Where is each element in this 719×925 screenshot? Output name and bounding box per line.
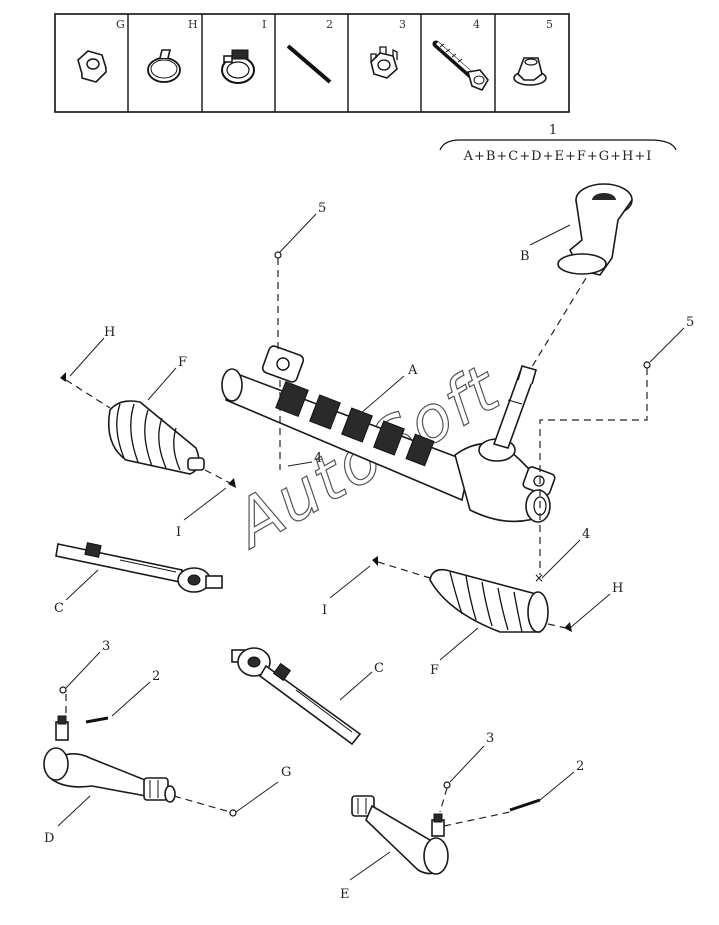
callout-2-left: 2 (152, 669, 160, 684)
legend-label-g: G (116, 18, 125, 31)
rack-ribs (275, 380, 435, 467)
pinion-boot (557, 183, 633, 276)
callout-f-right: F (430, 663, 439, 678)
outer-tie-rod-end-right (351, 795, 449, 875)
inner-tie-rod-upper (55, 542, 223, 593)
legend-label-3: 3 (399, 18, 406, 31)
clamp-i-left-marker (228, 478, 236, 488)
legend-label-4: 4 (473, 18, 480, 31)
bellows-left (107, 400, 205, 475)
bolt-4-marker: × (534, 571, 544, 585)
flange-bolt-icon (432, 40, 489, 91)
assembly-lines (65, 258, 648, 827)
callout-d: D (44, 831, 54, 846)
nut-g (229, 809, 237, 817)
clamp-h-right-marker (564, 622, 572, 632)
callout-3-right: 3 (486, 731, 494, 746)
castle-nut-3-left (59, 686, 67, 694)
legend-label-5: 5 (546, 18, 553, 31)
callout-c-lower: C (374, 661, 384, 676)
callout-h-right: H (612, 581, 623, 596)
callout-c-upper: C (54, 601, 64, 616)
callout-g: G (281, 765, 291, 780)
callout-i-right: I (322, 603, 327, 618)
castle-nut-3-right (443, 781, 451, 789)
callout-i-left: I (176, 525, 181, 540)
parts-legend: G H I 2 3 4 5 (54, 13, 570, 113)
clamp-h-left-marker (60, 372, 66, 382)
callout-3-left: 3 (102, 639, 110, 654)
nut-5-upper (274, 251, 282, 259)
callout-f-left: F (178, 355, 187, 370)
nut-5-right (643, 361, 651, 369)
callout-leaders (57, 213, 685, 881)
nut-icon (77, 50, 107, 83)
legend-label-2: 2 (326, 18, 333, 31)
callout-b: B (520, 249, 530, 264)
callout-labels: A B C C D E F F G H H I I 2 2 3 3 4 4 5 … (44, 201, 694, 902)
cotter-pin-icon (286, 43, 333, 84)
cotter-pin-right (509, 798, 541, 812)
callout-2-right: 2 (576, 759, 584, 774)
hose-clamp-icon (221, 49, 255, 84)
assembly-formula-bracket: 1 A+B+C+D+E+F+G+H+I (439, 123, 677, 164)
loose-fasteners: × (59, 251, 651, 817)
callout-e: E (340, 887, 350, 902)
inner-tie-rod-lower (231, 647, 362, 746)
legend-label-i: I (262, 18, 266, 31)
callout-4-left: 4 (314, 451, 322, 466)
callout-5-upper: 5 (318, 201, 326, 216)
cotter-pin-left (85, 716, 109, 724)
outer-tie-rod-end-left (43, 715, 176, 803)
callout-5-right: 5 (686, 315, 694, 330)
callout-4-right: 4 (582, 527, 590, 542)
castle-nut-icon (370, 46, 398, 79)
clamp-ring-icon (147, 49, 181, 83)
steering-rack-housing (221, 345, 556, 523)
legend-label-h: H (188, 18, 198, 31)
flange-nut-icon (513, 57, 547, 86)
clamp-i-right-marker (372, 556, 378, 566)
callout-h-left: H (104, 325, 115, 340)
assembly-formula: A+B+C+D+E+F+G+H+I (463, 149, 653, 164)
assembly-number: 1 (549, 123, 557, 138)
bellows-right (429, 568, 549, 633)
callout-a: A (407, 363, 418, 378)
